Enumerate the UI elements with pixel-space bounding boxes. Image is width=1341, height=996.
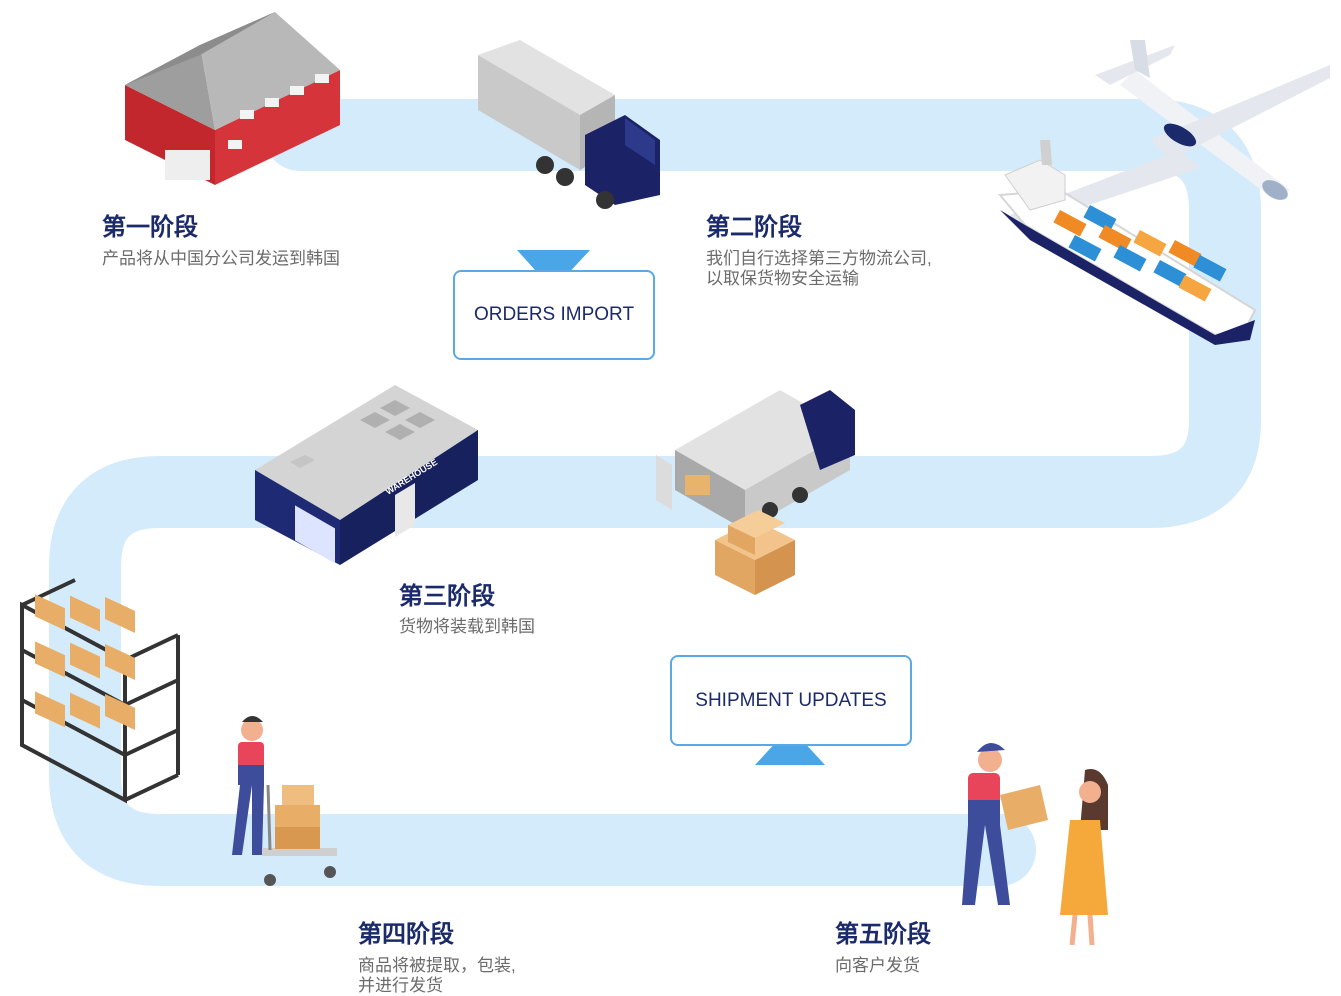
flow-path (49, 99, 1261, 886)
stage-4-description-line-1: 商品将被提取，包装, (358, 956, 516, 975)
stage-4-description: 商品将被提取，包装, 并进行发货 (358, 956, 516, 996)
orders-import-callout: ORDERS IMPORT (453, 270, 655, 360)
stage-5-title: 第五阶段 (835, 921, 931, 948)
container-ship-icon (998, 140, 1257, 345)
shipment-updates-label: SHIPMENT UPDATES (695, 689, 887, 711)
stage-2-description: 我们自行选择第三方物流公司, 以取保货物安全运输 (706, 249, 932, 289)
delivery-handoff-icon (962, 742, 1108, 946)
stage-1-description: 产品将从中国分公司发运到韩国 (102, 249, 340, 269)
delivery-truck-icon (478, 40, 660, 209)
orders-import-label: ORDERS IMPORT (473, 304, 635, 325)
unloading-truck-icon (656, 390, 855, 530)
red-warehouse-icon (125, 12, 340, 185)
stage-3-description-line: 货物将装载到韩国 (399, 617, 535, 636)
stage-4-title: 第四阶段 (358, 921, 454, 948)
stage-2-description-line-2: 以取保货物安全运输 (706, 269, 859, 288)
blue-warehouse-icon: WAREHOUSE (255, 385, 478, 565)
stage-1-title: 第一阶段 (102, 214, 198, 241)
worker-with-cart-icon (232, 716, 337, 886)
storage-rack-icon (20, 578, 180, 804)
stage-1-description-line: 产品将从中国分公司发运到韩国 (102, 249, 340, 268)
up-arrow-icon (755, 727, 825, 765)
stage-3-description: 货物将装载到韩国 (399, 617, 535, 637)
stage-5-description-line: 向客户发货 (835, 956, 920, 975)
stage-4-description-line-2: 并进行发货 (358, 976, 443, 995)
stage-3-title: 第三阶段 (399, 583, 495, 610)
shipment-updates-callout: SHIPMENT UPDATES (670, 655, 912, 746)
stage-5-description: 向客户发货 (835, 956, 920, 976)
cardboard-boxes-icon (715, 510, 795, 595)
stage-2-description-line-1: 我们自行选择第三方物流公司, (706, 249, 932, 268)
stage-2-title: 第二阶段 (706, 214, 802, 241)
